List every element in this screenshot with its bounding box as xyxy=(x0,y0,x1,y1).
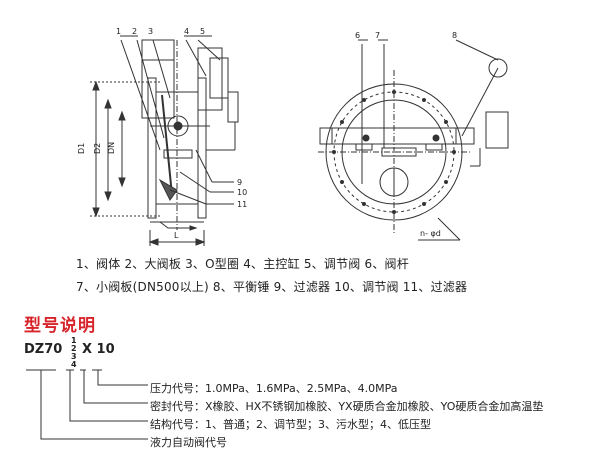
dimension-d2: D2 xyxy=(93,143,102,154)
valve-technical-drawing: 1 2 3 4 5 6 7 8 9 10 11 D1 D2 DN L n- φd xyxy=(77,27,509,246)
callout-1: 1 xyxy=(116,27,121,36)
legend-pressure-code: 压力代号：1.0MPa、1.6MPa、2.5MPa、4.0MPa xyxy=(150,382,398,395)
dimension-holes: n- φd xyxy=(420,229,441,238)
legend-structure-code: 结构代号：1、普通；2、调节型；3、污水型；4、低压型 xyxy=(150,418,431,431)
parts-list-line-1: 1、阀体 2、大阀板 3、O型圈 4、主控缸 5、调节阀 6、阀杆 xyxy=(76,257,409,271)
callout-9: 9 xyxy=(237,178,242,187)
model-code-leader-lines xyxy=(26,369,148,440)
callout-6: 6 xyxy=(355,31,360,40)
side-view xyxy=(90,35,239,246)
model-code-structure-4: 4 xyxy=(71,360,77,369)
model-code-suffix: X 10 xyxy=(82,342,115,357)
callout-7: 7 xyxy=(375,31,380,40)
dimension-dn: DN xyxy=(107,142,116,154)
legend-seal-code: 密封代号：X橡胶、HX不锈钢加橡胶、YX硬质合金加橡胶、YO硬质合金加高温垫 xyxy=(150,400,544,413)
dimension-length: L xyxy=(174,231,179,240)
dimension-d1: D1 xyxy=(77,143,86,154)
model-code-structure-1: 1 xyxy=(71,336,77,345)
callout-4: 4 xyxy=(184,27,189,36)
callout-10: 10 xyxy=(237,188,247,197)
model-code-structure-3: 3 xyxy=(71,352,77,361)
callout-5: 5 xyxy=(200,27,205,36)
model-code-prefix: DZ70 xyxy=(24,342,63,357)
parts-list-line-2: 7、小阀板(DN500以上) 8、平衡锤 9、过滤器 10、调节阀 11、过滤器 xyxy=(76,280,468,294)
callout-11: 11 xyxy=(237,200,247,209)
callout-8: 8 xyxy=(452,31,457,40)
legend-valve-code: 液力自动阀代号 xyxy=(150,436,227,449)
model-section-title: 型号说明 xyxy=(24,316,96,336)
model-code-structure-2: 2 xyxy=(71,344,77,353)
model-code: DZ70 1 2 3 4 X 10 xyxy=(24,336,144,376)
callout-2: 2 xyxy=(132,27,137,36)
end-view xyxy=(318,39,509,241)
callout-3: 3 xyxy=(148,27,153,36)
